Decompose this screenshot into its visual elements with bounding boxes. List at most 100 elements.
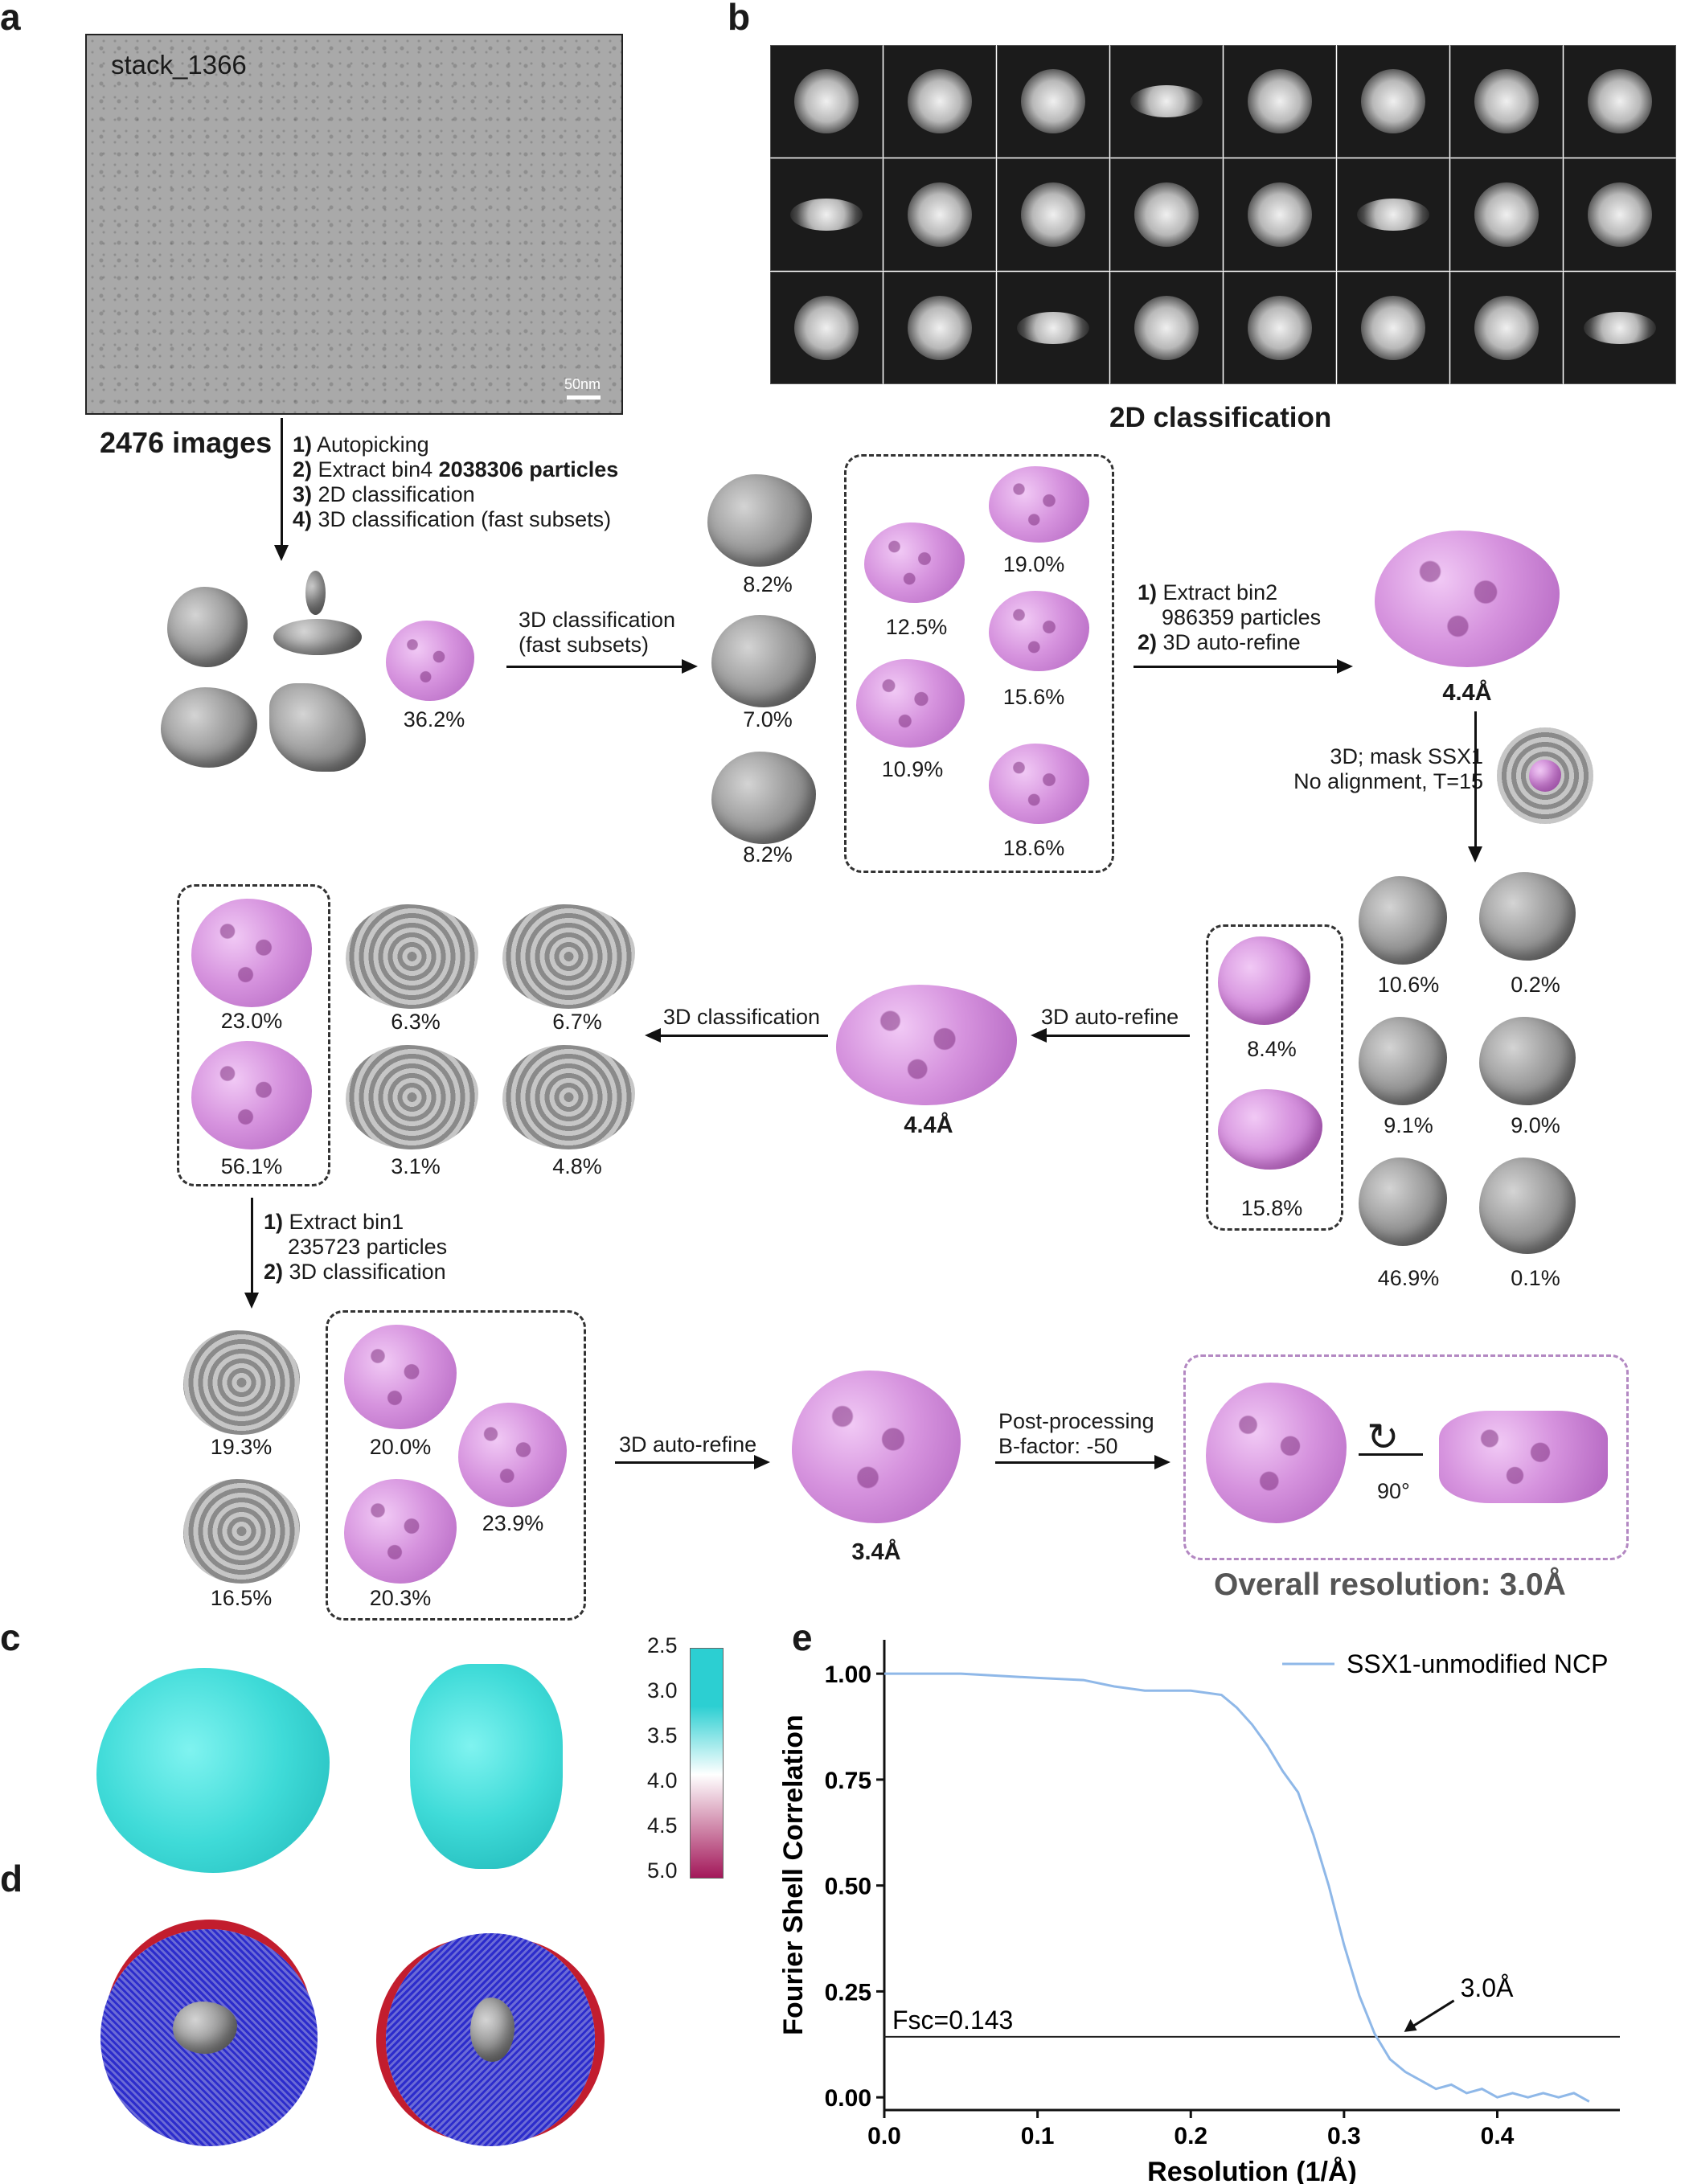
- class2d-particle: [794, 69, 859, 133]
- mask-box-pct-2: 15.8%: [1240, 1196, 1303, 1220]
- arrow-head-right-2: [1337, 659, 1353, 674]
- res-44-b: 4.4Å: [904, 1112, 953, 1138]
- class2d-cell: [770, 272, 883, 384]
- col-grey-map-1: [707, 474, 812, 567]
- final-grey-pct-2: 16.5%: [210, 1586, 273, 1610]
- fsc-annotation-arrowhead: [1404, 2018, 1417, 2032]
- step1-list: 1) Autopicking 2) Extract bin4 2038306 p…: [293, 432, 618, 532]
- initial-map-grey-3: [305, 571, 326, 615]
- refined-map-34: [792, 1371, 961, 1523]
- class2d-particle: [1361, 296, 1425, 360]
- refined-map-44-a: [1375, 531, 1560, 667]
- angular-dist-map-1: [173, 2002, 237, 2054]
- box1-pct-1: 19.0%: [1002, 552, 1065, 576]
- panel-label-d: d: [0, 1858, 23, 1899]
- fsc-x-tick-label: 0.4: [1481, 2123, 1515, 2149]
- colorbar-tick-label: 3.5: [647, 1723, 678, 1748]
- final-grey-map-2: [183, 1479, 300, 1584]
- class2d-title: 2D classification: [1109, 402, 1332, 433]
- class2d-particle: [790, 199, 863, 231]
- arrow-head-down-1: [274, 545, 289, 561]
- class2d-particle: [908, 182, 972, 247]
- bin1-step-label: 1) Extract bin1 235723 particles 2) 3D c…: [264, 1210, 448, 1284]
- class2d-particle: [1588, 182, 1652, 247]
- selected-classes-box-2: [177, 884, 330, 1186]
- panel-label-b: b: [728, 0, 751, 38]
- mask-box-map-2: [1218, 1089, 1322, 1170]
- mask-box-pct-1: 8.4%: [1247, 1037, 1297, 1061]
- row2-map-3: [346, 1045, 478, 1149]
- row2-pct-2: 6.7%: [552, 1010, 602, 1034]
- class2d-particle: [1248, 182, 1312, 247]
- step1-item-3: 3) 2D classification: [293, 482, 475, 506]
- col-grey-pct-1: 8.2%: [743, 572, 793, 596]
- class2d-cell: [1564, 45, 1676, 158]
- arrow-head-down-3: [244, 1293, 259, 1309]
- box2-map-1: [191, 899, 312, 1007]
- arrow3-label: 3D auto-refine: [1041, 1005, 1179, 1029]
- fsc-y-tick-label: 1.00: [825, 1662, 871, 1688]
- step1-item-2: 2) Extract bin4 2038306 particles: [293, 457, 619, 481]
- class2d-particle: [1248, 69, 1312, 133]
- res-44-a: 4.4Å: [1442, 680, 1492, 706]
- class2d-particle: [1584, 312, 1656, 344]
- arrow2-label: 1) Extract bin2 986359 particles 2) 3D a…: [1138, 580, 1322, 654]
- class2d-particle: [1588, 69, 1652, 133]
- class2d-particle: [1021, 182, 1085, 247]
- class2d-cell: [1110, 272, 1223, 384]
- refined-map-44-b: [836, 985, 1017, 1105]
- box1-pct-5: 18.6%: [1002, 836, 1065, 860]
- fsc-x-tick-label: 0.2: [1174, 2123, 1207, 2149]
- fsc-y-axis-label: Fourier Shell Correlation: [778, 1715, 809, 2035]
- angular-dist-map-2: [470, 1998, 514, 2062]
- arrow-head-left-3: [1031, 1028, 1047, 1043]
- rotation-icon: ↻: [1367, 1416, 1400, 1459]
- class2d-cell: [1337, 45, 1449, 158]
- mask-pct-1: 10.6%: [1377, 973, 1440, 997]
- final-map-side: [1439, 1411, 1608, 1503]
- class2d-particle: [908, 296, 972, 360]
- class2d-particle: [1474, 69, 1539, 133]
- col-grey-pct-3: 8.2%: [743, 842, 793, 867]
- initial-pct: 36.2%: [403, 707, 465, 731]
- row2-pct-3: 3.1%: [391, 1154, 441, 1178]
- class2d-particle: [1017, 312, 1089, 344]
- box1-pct-3: 15.6%: [1002, 685, 1065, 709]
- arrow4-label: 3D classification: [663, 1005, 821, 1029]
- mask-ssx1-highlight: [1529, 760, 1561, 792]
- box3-map-3: [344, 1479, 457, 1584]
- class2d-particle: [1248, 296, 1312, 360]
- arrow-left-4: [659, 1035, 828, 1037]
- class2d-cell: [1450, 158, 1563, 271]
- class2d-cell: [1224, 272, 1336, 384]
- class2d-particle: [1134, 182, 1199, 247]
- mask-box-map-1: [1218, 936, 1310, 1025]
- box1-map-1: [989, 466, 1089, 543]
- mask-map-6: [1479, 1158, 1576, 1254]
- arrow-head-right-6: [1154, 1455, 1170, 1469]
- mask-pct-4: 9.0%: [1511, 1113, 1560, 1137]
- row2-pct-4: 4.8%: [552, 1154, 602, 1178]
- initial-map-grey-4: [161, 687, 257, 768]
- arrow-left-3: [1045, 1035, 1190, 1037]
- box3-map-1: [344, 1325, 457, 1429]
- box1-map-5: [989, 744, 1089, 824]
- class2d-cell: [997, 272, 1109, 384]
- initial-map-grey-2: [273, 619, 362, 655]
- initial-map-pink: [386, 621, 474, 701]
- arrow-down-3: [251, 1198, 253, 1294]
- fsc-y-tick-label: 0.00: [825, 2085, 871, 2112]
- step1-item-4: 4) 3D classification (fast subsets): [293, 507, 612, 531]
- fsc-x-tick-label: 0.3: [1327, 2123, 1361, 2149]
- box2-map-2: [191, 1041, 312, 1149]
- initial-map-grey-5: [269, 683, 366, 772]
- class2d-cell: [1110, 45, 1223, 158]
- panel-label-c: c: [0, 1616, 21, 1658]
- class2d-cell: [1224, 158, 1336, 271]
- mask-map-3: [1359, 1017, 1447, 1105]
- rotation-axis: [1359, 1453, 1423, 1456]
- class2d-particle: [1134, 296, 1199, 360]
